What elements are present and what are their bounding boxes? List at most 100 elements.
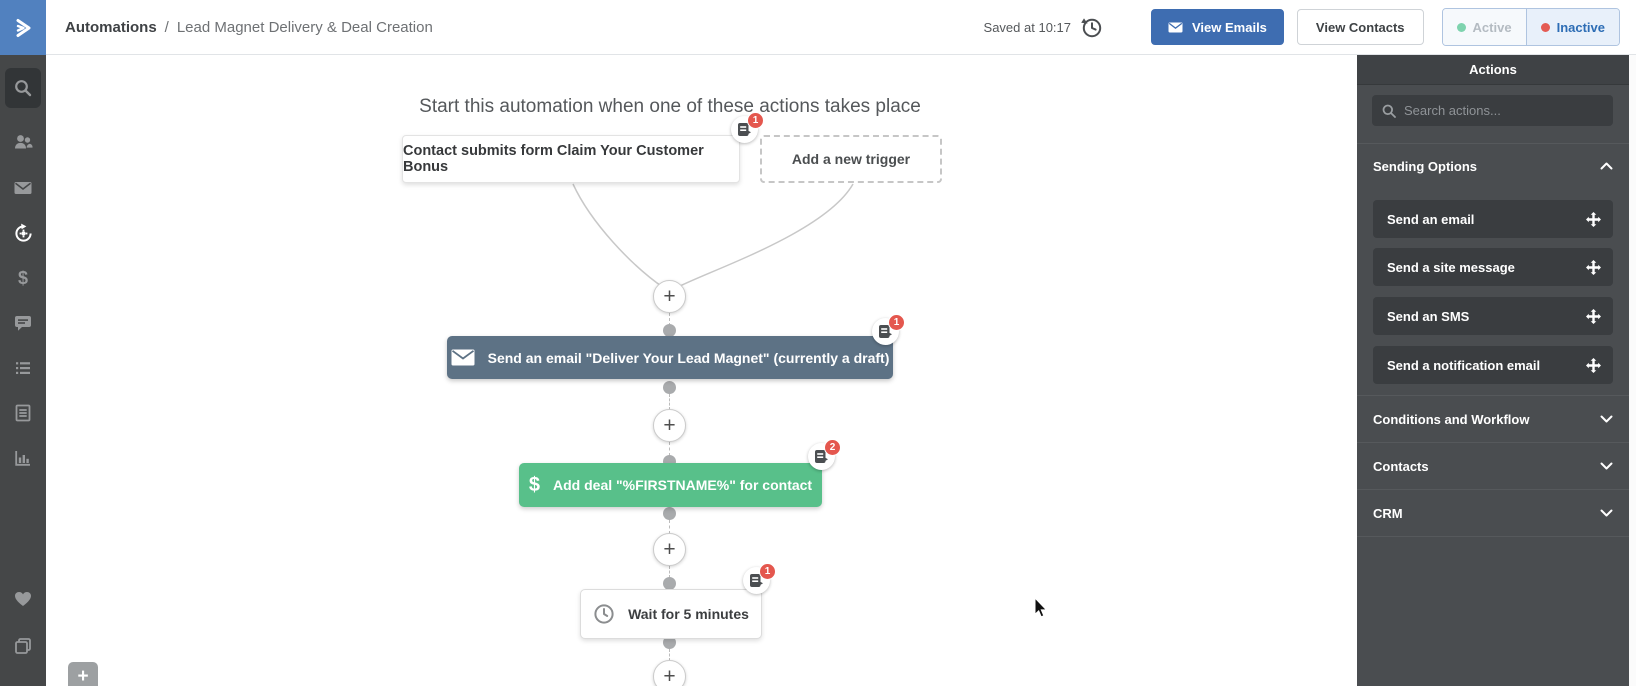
email-icon (1168, 22, 1183, 32)
flow-dot (663, 636, 676, 649)
deal-note-badge[interactable]: 2 (808, 439, 841, 470)
trigger-node-form-submit[interactable]: Contact submits form Claim Your Customer… (402, 135, 740, 183)
inactive-toggle-option[interactable]: Inactive (1525, 9, 1619, 45)
breadcrumb-separator: / (164, 18, 169, 36)
mouse-cursor (1034, 598, 1048, 618)
flow-dashed-connector (669, 394, 670, 410)
view-emails-label: View Emails (1192, 19, 1267, 35)
chevron-down-icon (1600, 462, 1613, 470)
saved-status: Saved at 10:17 (983, 19, 1071, 35)
lists-icon (16, 362, 30, 374)
chevron-down-icon (1600, 509, 1613, 517)
actions-search-input[interactable] (1404, 103, 1603, 118)
add-trigger-label: Add a new trigger (791, 151, 911, 167)
wait-node[interactable]: Wait for 5 minutes (580, 589, 762, 639)
plus-icon: + (663, 413, 676, 437)
drag-move-icon[interactable] (1586, 211, 1601, 227)
top-bar: Automations / Lead Magnet Delivery & Dea… (0, 0, 1636, 55)
canvas-add-note-button[interactable]: + (68, 662, 98, 686)
sidebar-item-campaigns[interactable] (0, 170, 46, 206)
plus-icon: + (77, 666, 89, 686)
inactive-label: Inactive (1556, 19, 1605, 35)
action-item-send-email[interactable]: Send an email (1373, 200, 1613, 238)
trigger-note-badge[interactable]: 1 (731, 112, 764, 143)
section-label: Contacts (1373, 458, 1429, 474)
heart-icon (15, 592, 31, 606)
section-sending-options[interactable]: Sending Options (1357, 143, 1629, 188)
note-icon (738, 123, 751, 136)
add-deal-node[interactable]: $ Add deal "%FIRSTNAME%" for contact (519, 463, 822, 507)
search-icon (15, 80, 32, 97)
section-label: Sending Options (1373, 158, 1477, 174)
panel-divider (1357, 536, 1629, 537)
panel-scrollbar-track[interactable] (1629, 55, 1636, 686)
activecampaign-logo-icon (16, 18, 31, 37)
clock-icon (594, 604, 614, 624)
action-item-send-notification-email[interactable]: Send a notification email (1373, 346, 1613, 384)
add-action-node-1[interactable]: + (653, 280, 686, 313)
flow-dot (663, 324, 676, 337)
flow-dashed-connector (669, 566, 670, 578)
sidebar-item-conversations[interactable] (0, 305, 46, 341)
sidebar-item-deals[interactable]: $ (0, 260, 46, 296)
nav-search-highlight (5, 68, 41, 108)
action-item-send-site-message[interactable]: Send a site message (1373, 248, 1613, 286)
sidebar-item-reports[interactable] (0, 440, 46, 476)
view-contacts-button[interactable]: View Contacts (1296, 9, 1424, 45)
section-label: CRM (1373, 505, 1403, 521)
sidebar-item-apps[interactable] (0, 628, 46, 664)
sidebar-item-training[interactable] (0, 580, 46, 616)
email-note-badge[interactable]: 1 (872, 314, 905, 345)
deals-icon: $ (17, 268, 28, 288)
breadcrumb-automations-link[interactable]: Automations (65, 18, 157, 36)
section-contacts[interactable]: Contacts (1357, 442, 1629, 489)
reports-icon (15, 451, 30, 466)
sidebar-item-forms[interactable] (0, 395, 46, 431)
active-inactive-toggle: Active Inactive (1441, 8, 1620, 46)
send-email-node[interactable]: Send an email "Deliver Your Lead Magnet"… (447, 336, 893, 379)
section-crm[interactable]: CRM (1357, 489, 1629, 536)
action-item-send-sms[interactable]: Send an SMS (1373, 297, 1613, 335)
plus-icon: + (663, 284, 676, 308)
action-item-label: Send a notification email (1387, 357, 1541, 373)
actions-panel: Actions Sending Options Send an email Se… (1357, 55, 1629, 686)
add-action-node-2[interactable]: + (653, 409, 686, 442)
revision-history-icon[interactable] (1080, 16, 1103, 39)
plus-icon: + (663, 664, 676, 686)
action-item-label: Send an SMS (1387, 308, 1470, 324)
topbar-actions: Saved at 10:17 View Emails View Contacts (984, 0, 1620, 54)
active-toggle-option[interactable]: Active (1442, 9, 1526, 45)
add-new-trigger-button[interactable]: Add a new trigger (760, 135, 942, 183)
sidebar-item-search[interactable] (0, 70, 46, 106)
automation-canvas[interactable]: Start this automation when one of these … (46, 55, 1357, 686)
add-action-node-3[interactable]: + (653, 533, 686, 566)
deal-note-count: 2 (824, 439, 841, 456)
chat-bubble-icon (15, 316, 31, 331)
automations-icon (14, 223, 32, 242)
add-deal-label: Add deal "%FIRSTNAME%" for contact (553, 477, 813, 493)
deal-dollar-icon: $ (528, 474, 541, 496)
wait-note-count: 1 (759, 563, 776, 580)
actions-search-box[interactable] (1372, 95, 1613, 126)
section-conditions-and-workflow[interactable]: Conditions and Workflow (1357, 395, 1629, 442)
flow-dashed-connector (669, 442, 670, 456)
wait-note-badge[interactable]: 1 (743, 563, 776, 594)
page-title: Lead Magnet Delivery & Deal Creation (176, 18, 433, 36)
active-status-dot (1456, 22, 1466, 32)
drag-move-icon[interactable] (1586, 308, 1601, 324)
add-action-node-4[interactable]: + (653, 660, 686, 686)
wait-label: Wait for 5 minutes (628, 606, 749, 622)
sidebar-item-contacts[interactable] (0, 124, 46, 160)
drag-move-icon[interactable] (1586, 357, 1601, 373)
sidebar-item-lists[interactable] (0, 350, 46, 386)
chevron-up-icon (1600, 162, 1613, 170)
sidebar-item-automations[interactable] (0, 215, 46, 251)
flow-connectors (572, 183, 854, 289)
view-emails-button[interactable]: View Emails (1151, 9, 1284, 45)
drag-move-icon[interactable] (1586, 259, 1601, 275)
note-icon (750, 574, 763, 587)
flow-dot (663, 577, 676, 590)
plus-icon: + (663, 537, 676, 561)
app-logo[interactable] (0, 0, 46, 55)
